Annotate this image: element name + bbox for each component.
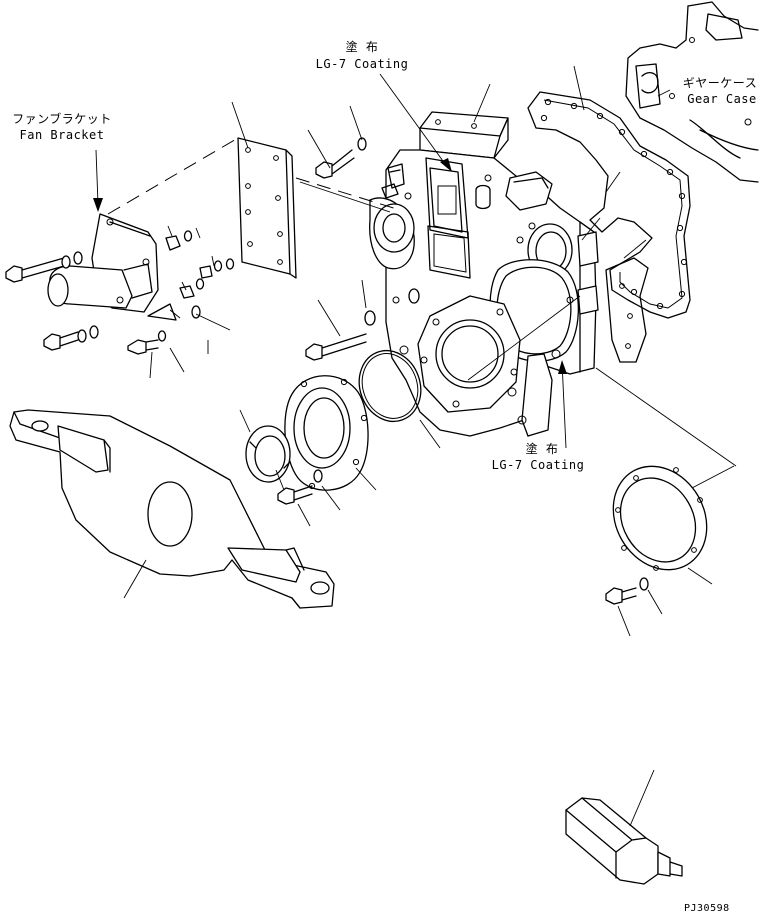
lower-gasket <box>605 257 649 363</box>
drawing-number: PJ30598 <box>684 903 730 914</box>
alignment-lines <box>107 137 401 215</box>
coating-bottom-label-en: LG-7 Coating <box>491 458 585 472</box>
cover-plate-bolt <box>605 577 649 605</box>
coating-top-label-en: LG-7 Coating <box>315 57 409 71</box>
seal-cage <box>284 375 369 491</box>
seal-housing <box>369 183 415 270</box>
o-ring <box>358 349 422 423</box>
leader-arrowheads <box>93 158 567 374</box>
gear-case <box>625 1 759 183</box>
installation-tool <box>565 797 683 885</box>
oil-seal <box>245 425 291 483</box>
coating-bottom-label-jp: 塗 布 <box>525 442 559 456</box>
leader-lines <box>95 65 737 827</box>
fan-bracket-label-en: Fan Bracket <box>19 128 105 142</box>
rear-cover-plate <box>612 465 708 571</box>
coating-top-label-jp: 塗 布 <box>345 40 379 54</box>
gear-case-label-jp: ギヤーケース <box>682 76 758 90</box>
bracket-bolts <box>5 230 235 355</box>
lifting-bracket <box>9 409 335 609</box>
fan-bracket <box>47 213 159 313</box>
fan-bracket-label-jp: ファンブラケット <box>12 112 112 126</box>
octagonal-cover-plate <box>417 295 521 413</box>
front-cover-gasket <box>527 91 691 319</box>
seal-cage-bolt <box>277 469 323 505</box>
gear-case-label-en: Gear Case <box>687 92 757 106</box>
center-bolts <box>305 137 420 361</box>
fan-bracket-plate <box>237 137 297 279</box>
